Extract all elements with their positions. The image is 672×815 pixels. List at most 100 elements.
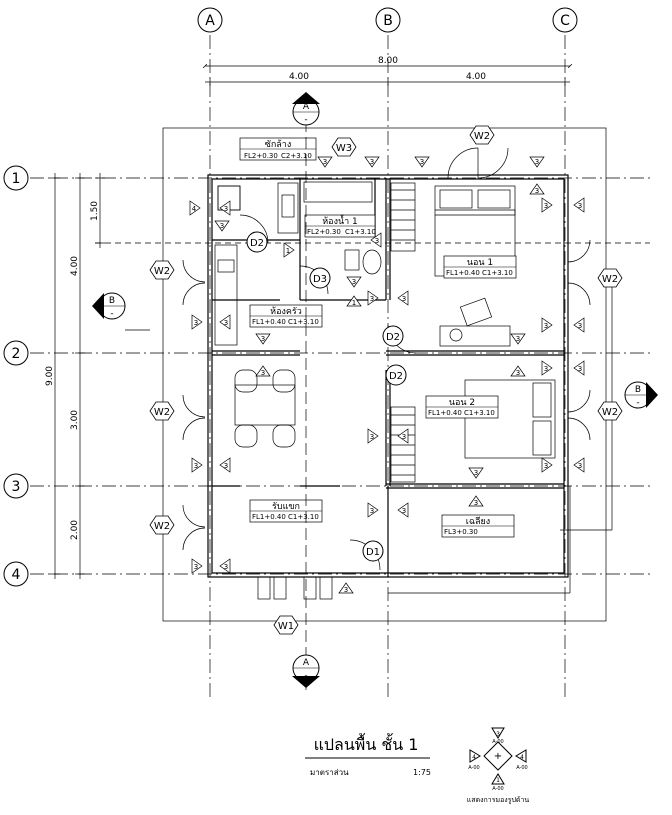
elevation-marker: 3 [529, 156, 545, 168]
scale-value: 1:75 [413, 768, 431, 777]
room-level-terrace: FL3+0.30 [444, 528, 478, 536]
walls [207, 174, 569, 578]
grid-lines [30, 35, 650, 700]
elevation-marker-label: 3 [578, 202, 582, 210]
elevation-marker: 3 [541, 317, 553, 333]
elevation-marker-label: 3 [474, 499, 478, 507]
title-block: แปลนพื้น ชั้น 1 มาตราส่วน 1:75 [305, 733, 431, 777]
elevation-marker: 3 [191, 558, 203, 574]
elevation-marker: 3 [370, 232, 382, 248]
door-tag-d1: D1 [362, 540, 384, 562]
grid-label-b: B [383, 13, 393, 29]
dim-depth-2-3: 3.00 [70, 410, 80, 430]
dimension-lines [50, 66, 570, 579]
elevation-marker-label: 3 [224, 205, 228, 213]
window-tag-w1: W1 [273, 615, 299, 635]
room-level-bathroom: FL2+0.30 [307, 228, 341, 236]
elevation-marker: 3 [397, 290, 409, 306]
elevation-marker-label: 3 [420, 158, 424, 166]
elevation-marker-label: 3 [516, 335, 520, 343]
room-name-kitchen: ห้องครัว [270, 306, 302, 317]
elevation-marker-label: 3 [578, 322, 582, 330]
svg-text:A: A [303, 658, 310, 668]
elevation-marker: 3 [541, 197, 553, 213]
elevation-marker-label: 1 [352, 299, 356, 307]
elevation-marker: 3 [573, 317, 585, 333]
dim-total-width: 8.00 [378, 56, 398, 66]
svg-text:A: A [303, 102, 310, 112]
elevation-marker-label: 3 [323, 158, 327, 166]
section-marker-a-bottom: A - [292, 654, 320, 688]
window-tags: W3 W2 W2 W2 W2 W2 W2 W1 [149, 125, 623, 635]
elevation-marker-label: 3 [344, 586, 348, 594]
svg-text:+: + [494, 751, 502, 762]
door-tags: D2 D3 D2 D2 D1 [246, 231, 407, 562]
elevation-marker: 3 [573, 360, 585, 376]
dim-depth-sub: 1.50 [90, 201, 100, 221]
elevation-marker: 3 [367, 290, 379, 306]
elevation-marker-label: 3 [194, 462, 198, 470]
elevation-marker: 3 [191, 457, 203, 473]
window-tag-w2-right-2: W2 [597, 401, 623, 421]
room-ceiling-living: C1+3.10 [288, 513, 319, 521]
elevation-marker-label: 3 [544, 462, 548, 470]
window-tag-w2-right-1: W2 [597, 268, 623, 288]
elevation-marker: 3 [219, 457, 231, 473]
svg-text:W2: W2 [474, 131, 490, 142]
room-level-bedroom2: FL1+0.40 [428, 409, 462, 417]
svg-text:A-00: A-00 [492, 786, 503, 792]
window-tag-w3: W3 [331, 137, 357, 157]
elevation-marker-label: 3 [402, 433, 406, 441]
room-name-bathroom: ห้องน้ำ 1 [322, 214, 358, 227]
grid-label-3: 3 [12, 479, 21, 495]
room-name-terrace: เฉลียง [466, 516, 490, 527]
room-ceiling-laundry: C2+3.10 [281, 152, 312, 160]
room-ceiling-bathroom: C1+3.10 [345, 228, 376, 236]
svg-text:4: 4 [520, 754, 524, 761]
door-tag-d3: D3 [309, 267, 331, 289]
column-grid-labels: A B C [197, 7, 578, 33]
room-ceiling-bedroom2: C1+3.10 [464, 409, 495, 417]
elevation-marker: 3 [191, 314, 203, 330]
elevation-marker-label: 3 [516, 369, 520, 377]
drawing-title: แปลนพื้น ชั้น 1 [314, 733, 419, 754]
svg-text:-: - [110, 309, 113, 319]
elevation-marker: 3 [255, 365, 271, 377]
window-tag-w2-top: W2 [469, 125, 495, 145]
room-bathroom: ห้องน้ำ 1 FL2+0.30 C1+3.10 [304, 214, 376, 238]
elevation-marker-label: 3 [474, 469, 478, 477]
room-name-living: รับแขก [272, 502, 300, 512]
row-grid-labels: 1 2 3 4 [3, 165, 29, 587]
room-name-bedroom1: นอน 1 [467, 258, 493, 268]
elevation-marker-label: 4 [192, 205, 197, 213]
section-marker-a-top: A - [292, 92, 320, 690]
room-level-living: FL1+0.40 [252, 513, 286, 521]
grid-label-1: 1 [12, 171, 21, 187]
svg-text:A-00: A-00 [468, 765, 479, 771]
svg-text:D2: D2 [389, 371, 403, 382]
grid-label-a: A [205, 13, 215, 29]
elevation-marker: 3 [214, 220, 230, 232]
svg-text:W3: W3 [336, 143, 352, 154]
elevation-marker: 3 [219, 558, 231, 574]
svg-text:B: B [635, 385, 641, 395]
svg-text:B: B [109, 296, 115, 306]
window-tag-w2-left-3: W2 [149, 515, 175, 535]
elevation-marker: 3 [510, 365, 526, 377]
section-marker-b-right: B - [624, 381, 658, 409]
elevation-marker: 3 [255, 333, 271, 345]
elevation-marker: 3 [317, 156, 333, 168]
door-tag-d2-1: D2 [246, 231, 268, 253]
elevation-marker-label: 3 [370, 295, 374, 303]
elevation-marker-label: 3 [194, 563, 198, 571]
furniture [214, 181, 556, 483]
elevation-marker-label: 3 [535, 158, 539, 166]
section-marker-b-left: B - [92, 292, 150, 331]
room-ceiling-bedroom1: C1+3.10 [482, 269, 513, 277]
elevation-marker: 3 [541, 457, 553, 473]
elevation-marker: 3 [397, 502, 409, 518]
svg-text:W2: W2 [602, 274, 618, 285]
room-name-laundry: ซักล้าง [265, 139, 292, 150]
